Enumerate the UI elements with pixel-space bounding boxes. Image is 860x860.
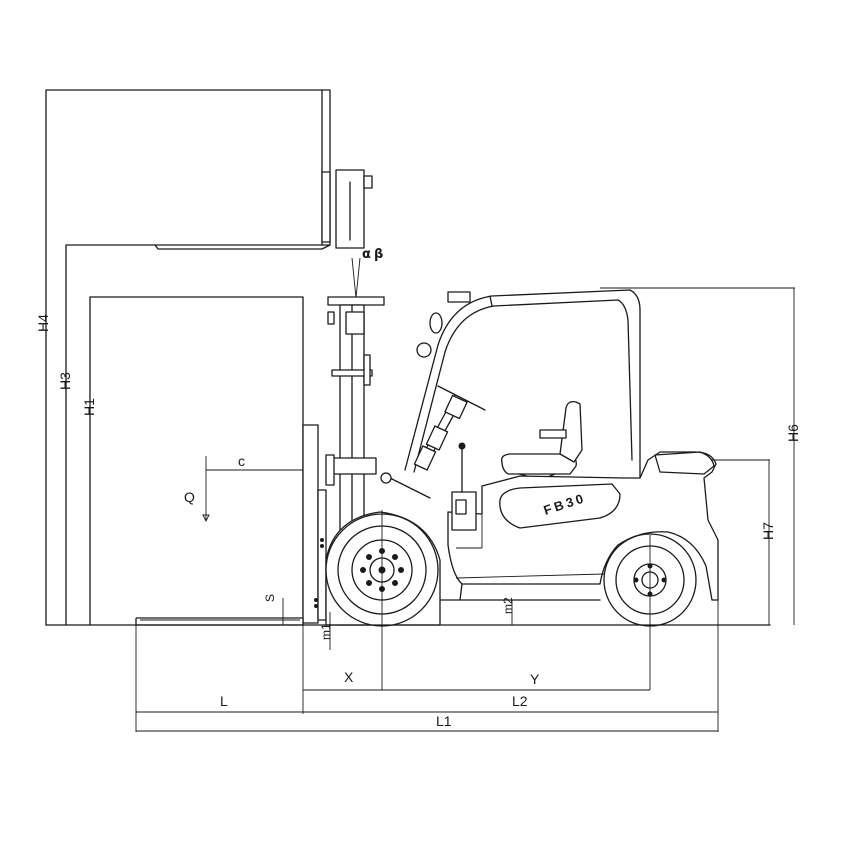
label-h4: H4 (35, 314, 51, 332)
fork-blade (135, 617, 304, 626)
tilt-angle-mark (351, 257, 361, 299)
raised-load-outline (45, 89, 331, 626)
label-h1: H1 (81, 398, 97, 416)
label-alpha: α (362, 247, 371, 262)
fork-carriage (302, 424, 335, 624)
label-h7: H7 (760, 522, 776, 540)
label-q: Q (184, 489, 195, 505)
label-c: c (238, 453, 245, 469)
load-center-mark (202, 456, 303, 523)
operator-seat (501, 400, 583, 481)
raised-carriage (321, 169, 373, 249)
label-s: S (263, 594, 277, 602)
label-l1: L1 (436, 713, 452, 729)
label-m2: m2 (501, 597, 515, 614)
label-beta: β (374, 247, 383, 262)
label-y: Y (530, 671, 540, 687)
overhead-guard (404, 289, 641, 541)
label-h3: H3 (57, 372, 73, 390)
steering-column (380, 385, 486, 499)
label-l2: L2 (512, 693, 528, 709)
label-l: L (220, 693, 228, 709)
ground-clearance-marks (274, 598, 513, 650)
length-dimensions (135, 510, 719, 732)
label-x: X (344, 669, 354, 685)
label-m1: m1 (319, 623, 333, 640)
label-h6: H6 (785, 424, 801, 442)
load-box-outline (89, 296, 304, 626)
height-dimensions (65, 245, 795, 625)
front-wheel (325, 511, 441, 627)
chassis-body (439, 442, 719, 601)
